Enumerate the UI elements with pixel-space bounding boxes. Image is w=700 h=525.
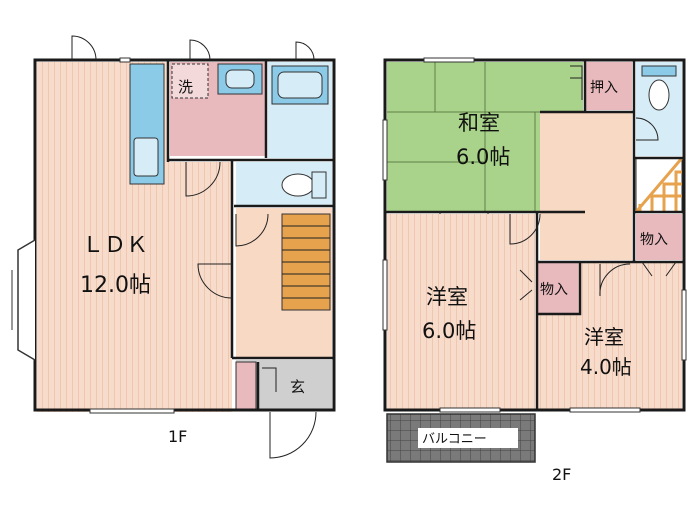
yoshitsu-6-size: 6.0帖	[422, 319, 476, 343]
tatami-edge	[439, 212, 489, 214]
washitsu-size: 6.0帖	[456, 145, 510, 169]
exterior-door-swing	[189, 39, 211, 61]
door-swing	[185, 161, 221, 197]
door-swing	[235, 213, 269, 247]
yoshitsu-6-name: 洋室	[426, 285, 468, 309]
door-swing	[509, 213, 541, 245]
washing-machine-icon	[171, 63, 209, 99]
washbasin-bowl-icon	[225, 69, 255, 89]
window	[439, 407, 501, 413]
entrance-label: 玄	[290, 378, 305, 396]
door-swing	[635, 117, 659, 141]
exterior-door-swing	[71, 35, 97, 61]
window	[569, 407, 641, 413]
washitsu-name: 和室	[458, 111, 500, 135]
toilet-2f-icon	[648, 79, 670, 111]
yoshitsu-6-floor	[387, 214, 535, 410]
ldk-size: 12.0帖	[80, 273, 151, 298]
mono-closet-a	[636, 214, 682, 260]
window	[423, 57, 475, 63]
mono-closet-b-label: 物入	[540, 282, 568, 298]
balcony-label-bg	[418, 428, 518, 448]
oshiire-closet	[586, 62, 632, 110]
stairs-1f	[281, 213, 331, 311]
mono-closet-a-label: 物入	[640, 232, 668, 248]
mono-closet-b	[538, 262, 578, 314]
window	[119, 57, 131, 63]
shoe-cabinet	[235, 361, 257, 411]
door-swing	[570, 65, 583, 100]
floor-2-inner-walls	[385, 60, 684, 410]
floor-2-label: 2F	[552, 465, 571, 484]
yoshitsu-4-size: 4.0帖	[580, 355, 632, 379]
floor-1-inner-walls	[166, 60, 334, 410]
window	[382, 259, 388, 331]
bay-window	[17, 239, 36, 361]
hall-2f-floor	[540, 112, 632, 260]
door-swing	[197, 263, 233, 299]
floor-1-label: 1F	[168, 427, 187, 446]
stairs-2f	[634, 157, 684, 213]
washroom-label: 洗	[178, 78, 193, 96]
oshiire-label: 押入	[590, 80, 618, 96]
yoshitsu-4-name: 洋室	[584, 325, 624, 349]
closet-door-swing	[519, 269, 533, 301]
ldk-name: ＬＤＫ	[82, 233, 148, 258]
closet-door-swing	[641, 261, 677, 277]
toilet-tank-icon	[311, 171, 327, 199]
door-swing	[599, 263, 631, 297]
kitchen-sink-icon	[133, 137, 159, 177]
window	[681, 289, 687, 361]
exterior-door-swing	[295, 41, 315, 61]
door-swing	[262, 367, 277, 392]
window	[89, 408, 175, 414]
front-door-swing	[269, 411, 317, 459]
toilet-icon	[281, 173, 315, 197]
floor-1: ＬＤＫ 12.0帖 洗 玄 1F	[11, 35, 336, 459]
window	[382, 119, 388, 181]
ldk-floor	[37, 62, 232, 412]
balcony-label: バルコニー	[422, 432, 487, 447]
bathtub-inner-icon	[277, 71, 323, 99]
toilet-2f-tank-icon	[641, 65, 677, 77]
floor-2: 和室 6.0帖 洋室 6.0帖 洋室 4.0帖 押入 物入 物入 バルコニー 2…	[382, 57, 687, 484]
